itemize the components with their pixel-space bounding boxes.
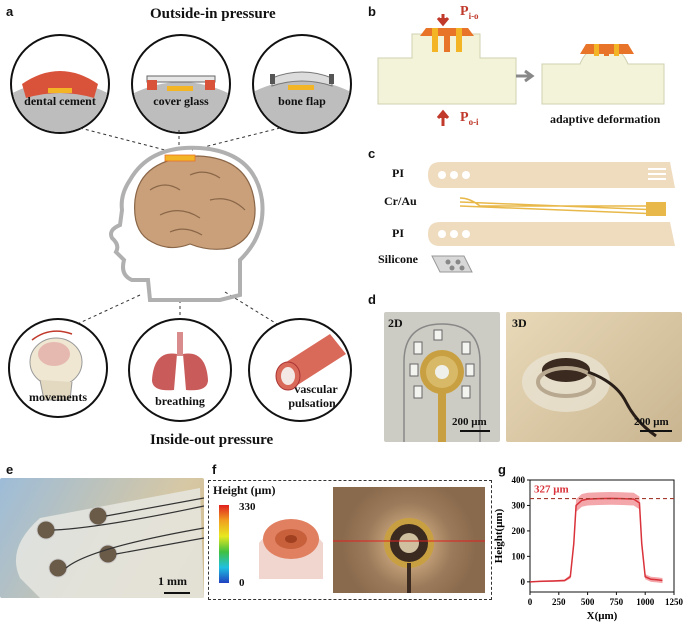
layer-silicone: Silicone <box>378 252 419 266</box>
breathing-label: breathing <box>155 394 205 408</box>
movements-circle: movements <box>8 318 108 418</box>
y-axis-label: Height(μm) <box>494 508 505 563</box>
layer-cr-au: Cr/Au <box>384 194 417 208</box>
cover-glass-circle: cover glass <box>131 34 231 134</box>
series-line <box>529 497 663 583</box>
electrode-3d-drawing <box>522 352 672 438</box>
colorbar-max: 330 <box>239 501 256 513</box>
bone-flap-label: bone flap <box>278 94 326 108</box>
optical-photo-drawing <box>333 518 485 593</box>
breathing-circle: breathing <box>128 318 232 422</box>
colorbar-title: Height (μm) <box>213 483 276 497</box>
panel-c-letter: c <box>368 146 376 161</box>
scale-3d: 200 μm <box>634 416 669 428</box>
profile-box: Height (μm) 330 0 <box>208 480 492 600</box>
layer-pi-top: PI <box>392 166 404 180</box>
x-tick-label: 1000 <box>636 597 655 607</box>
dental-cement-illustration <box>12 71 108 132</box>
adaptive-deformation-label: adaptive deformation <box>550 112 661 126</box>
p-oi-label: Po-i <box>460 110 479 127</box>
panel-e-letter: e <box>6 462 14 477</box>
layer-stack-schematic <box>428 162 675 273</box>
x-tick-label: 0 <box>528 597 533 607</box>
deformation-schematic <box>377 14 665 126</box>
p-io-sub: i-o <box>468 10 479 21</box>
y-tick-label: 0 <box>521 577 526 587</box>
x-axis-label: X(μm) <box>587 610 618 622</box>
p-io-main: P <box>460 4 469 19</box>
y-tick-label: 200 <box>512 526 526 536</box>
scale-e: 1 mm <box>158 574 187 588</box>
electrode-2d-drawing <box>403 323 490 442</box>
y-tick-label: 300 <box>512 500 526 510</box>
label-3d: 3D <box>512 316 527 330</box>
p-io-label: Pi-o <box>460 4 479 21</box>
plot-frame <box>529 479 675 593</box>
scale-2d: 200 μm <box>452 416 487 428</box>
y-tick-label: 400 <box>512 475 526 485</box>
skull-movement-illustration <box>29 330 83 401</box>
cover-glass-illustration <box>133 75 229 132</box>
optical-photo <box>333 487 485 593</box>
series-error-band <box>530 491 663 584</box>
outside-in-title: Outside-in pressure <box>150 6 276 22</box>
x-tick-label: 500 <box>581 597 595 607</box>
colorbar <box>219 505 229 583</box>
pulsation-label: pulsation <box>288 396 336 410</box>
x-tick-label: 1250 <box>665 597 684 607</box>
x-tick-label: 750 <box>610 597 624 607</box>
device-photo: 1 mm <box>0 478 204 598</box>
panel-a-letter: a <box>6 4 14 19</box>
bone-flap-illustration <box>254 71 350 132</box>
device-drawing <box>15 488 204 598</box>
x-tick-label: 250 <box>552 597 566 607</box>
panel-b-letter: b <box>368 4 376 19</box>
dental-cement-circle: dental cement <box>10 34 110 134</box>
height-map-3d <box>259 519 323 579</box>
panel-g-letter: g <box>498 462 506 477</box>
panel-f-letter: f <box>212 462 217 477</box>
dental-cement-label: dental cement <box>24 94 96 108</box>
vascular-label: vascular <box>294 382 338 396</box>
vascular-pulsation-circle: vascular pulsation <box>248 318 352 422</box>
bone-flap-circle: bone flap <box>252 34 352 134</box>
cover-glass-label: cover glass <box>153 94 209 108</box>
electrode-2d-photo: 2D 200 μm <box>384 312 500 442</box>
movements-label: movements <box>29 390 87 404</box>
label-2d: 2D <box>388 316 403 330</box>
annotation-327: 327 μm <box>534 484 569 496</box>
p-oi-main: P <box>460 110 469 125</box>
head-brain-illustration <box>109 145 265 302</box>
p-oi-sub: o-i <box>468 116 479 127</box>
lungs-illustration <box>152 332 208 391</box>
vessel-illustration <box>275 334 346 391</box>
electrode-3d-photo: 3D 200 μm <box>506 312 682 442</box>
y-tick-label: 100 <box>512 551 526 561</box>
inside-out-title: Inside-out pressure <box>150 432 274 448</box>
colorbar-min: 0 <box>239 577 245 589</box>
layer-pi-bottom: PI <box>392 226 404 240</box>
panel-d-letter: d <box>368 292 376 307</box>
